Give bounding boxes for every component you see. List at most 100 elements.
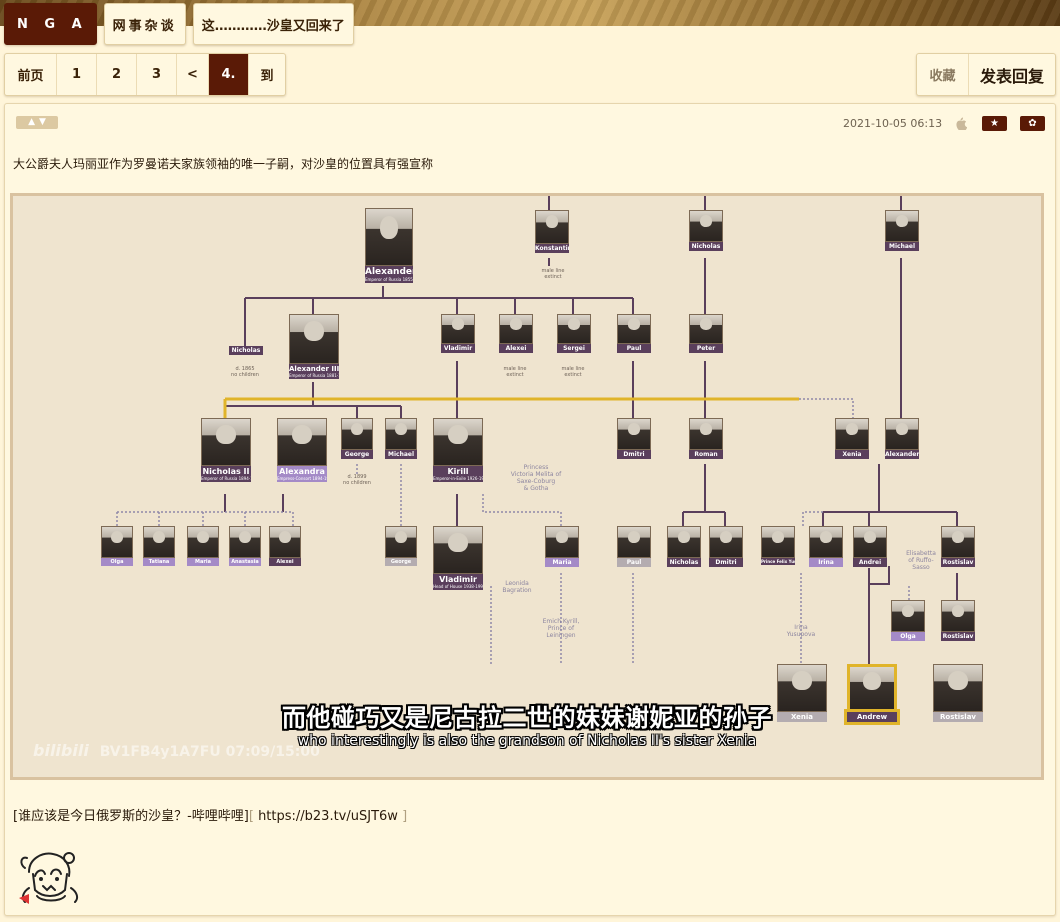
link-bracket-open: [ xyxy=(248,809,254,824)
person-name-label: Maria xyxy=(187,558,219,566)
person-name-label: Andrei xyxy=(853,558,887,567)
person-name: Maria xyxy=(552,559,572,566)
reply-button[interactable]: 发表回复 xyxy=(979,66,1044,86)
person-title: Emperor of Russia 1881-1894 xyxy=(289,373,339,378)
person-name-label: Xenia xyxy=(835,450,869,459)
portrait-photo xyxy=(689,418,723,450)
person-name: George xyxy=(390,559,412,565)
portrait-photo xyxy=(545,526,579,558)
person-name: Tatiana xyxy=(148,559,170,565)
person-name: Xenia xyxy=(790,713,814,721)
person-name: Prince Felix Yusupov xyxy=(761,559,795,564)
page-first[interactable]: 前页 xyxy=(5,54,57,95)
apple-icon xyxy=(956,117,967,130)
portrait-photo xyxy=(433,526,483,574)
link-url[interactable]: https://b23.tv/uSJT6w xyxy=(258,809,398,824)
person-name: Andrei xyxy=(858,559,882,566)
portrait-photo xyxy=(667,526,701,558)
breadcrumb-forum[interactable]: 网事杂谈 xyxy=(103,3,186,45)
portrait-photo xyxy=(385,418,417,450)
portrait-photo xyxy=(933,664,983,712)
portrait-photo xyxy=(761,526,795,558)
person-name: Alexei xyxy=(276,559,294,565)
site-logo[interactable]: N G A xyxy=(4,3,97,45)
link-label[interactable]: [谁应该是今日俄罗斯的沙皇？-哔哩哔哩] xyxy=(13,809,249,824)
portrait-photo xyxy=(229,526,261,558)
person-name-label: Dmitri xyxy=(709,558,743,567)
portrait-photo xyxy=(535,210,569,244)
portrait-photo xyxy=(269,526,301,558)
person-name-label: Anastasia xyxy=(229,558,261,566)
thumbs-up-icon[interactable]: ▲ xyxy=(28,117,35,127)
person-name: Rostislav xyxy=(942,633,974,640)
portrait-photo xyxy=(365,208,413,266)
page-prev[interactable]: < xyxy=(177,54,209,95)
page-1[interactable]: 1 xyxy=(57,54,97,95)
post-link[interactable]: [谁应该是今日俄罗斯的沙皇？-哔哩哔哩][ https://b23.tv/uSJ… xyxy=(13,805,407,824)
person-name: Alexei xyxy=(505,345,527,352)
tree-note-nicholas-a: d. 1865 no children xyxy=(231,366,259,378)
person-name: Kirill xyxy=(447,467,469,476)
page-2[interactable]: 2 xyxy=(97,54,137,95)
breadcrumb-thread[interactable]: 这…………沙皇又回来了 xyxy=(192,3,354,45)
bilibili-logo: bilibili xyxy=(33,741,89,760)
tree-note-george-g: d. 1899 no children xyxy=(343,474,371,486)
portrait-photo xyxy=(709,526,743,558)
sticker-avatar xyxy=(19,852,79,904)
person-name: Alexander xyxy=(885,451,919,458)
person-name-label: Nicholas xyxy=(229,346,263,355)
person-name-label: Roman xyxy=(689,450,723,459)
star-icon[interactable]: ★ xyxy=(982,116,1007,131)
person-title: Emperor-in-Exile 1926-1938 xyxy=(433,476,483,481)
tree-note-emich: Emich Kyrill, Prince of Leiningen xyxy=(542,618,580,639)
person-name: Roman xyxy=(694,451,718,458)
page-3[interactable]: 3 xyxy=(137,54,177,95)
person-name: Nicholas xyxy=(231,347,261,354)
tree-note-victoria: Princess Victoria Melita of Saxe-Coburg … xyxy=(510,464,562,492)
person-name-label: Irina xyxy=(809,558,843,567)
video-watermark: bilibili BV1FB4y1A7FU 07:09/15:00 xyxy=(33,741,320,760)
thumbs-down-icon[interactable]: ▼ xyxy=(39,117,46,127)
portrait-photo xyxy=(689,210,723,242)
person-name: Olga xyxy=(110,559,124,565)
person-name-label: George xyxy=(385,558,417,566)
person-name-label: Peter xyxy=(689,344,723,353)
person-name-label: Dmitri xyxy=(617,450,651,459)
person-name: Alexandra xyxy=(279,467,325,476)
vote-buttons[interactable]: ▲ ▼ xyxy=(16,116,58,129)
person-name: Irina xyxy=(818,559,834,566)
person-name: Olga xyxy=(900,633,916,640)
thread-actions: 收藏 发表回复 xyxy=(916,53,1056,96)
person-title: Emperor of Russia 1855-1881 xyxy=(365,277,413,282)
page-goto[interactable]: 到 xyxy=(260,69,274,84)
portrait-photo xyxy=(441,314,475,344)
person-name-label: Paul xyxy=(617,558,651,567)
portrait-photo xyxy=(941,600,975,632)
person-title: Empress-Consort 1894-1917 xyxy=(277,476,327,481)
person-name-label: Rostislav xyxy=(933,712,983,722)
portrait-photo xyxy=(941,526,975,558)
person-name: Nicholas xyxy=(691,243,721,250)
person-name: Rostislav xyxy=(942,559,974,566)
person-name-label: Paul xyxy=(617,344,651,353)
person-name: Rostislav xyxy=(940,713,976,721)
portrait-photo xyxy=(101,526,133,558)
post: ▲ ▼ 2021-10-05 06:13 ★ ✿ 大公爵夫人玛丽亚作为罗曼诺夫家… xyxy=(4,103,1056,916)
person-name-label: Sergei xyxy=(557,344,591,353)
post-time: 2021-10-05 06:13 xyxy=(843,117,943,130)
page-current[interactable]: 4. xyxy=(209,54,249,95)
person-name-label: Nicholas xyxy=(667,558,701,567)
portrait-photo xyxy=(433,418,483,466)
person-name-label: Prince Felix Yusupov xyxy=(761,558,795,565)
person-name: Vladimir xyxy=(443,345,473,352)
person-name: Peter xyxy=(696,345,716,352)
person-name: Andrew xyxy=(856,713,888,721)
favorite-button[interactable]: 收藏 xyxy=(917,54,969,95)
post-text: 大公爵夫人玛丽亚作为罗曼诺夫家族领袖的唯一子嗣，对沙皇的位置具有强宣称 xyxy=(13,157,434,171)
portrait-photo xyxy=(617,314,651,344)
gear-icon[interactable]: ✿ xyxy=(1020,116,1045,131)
